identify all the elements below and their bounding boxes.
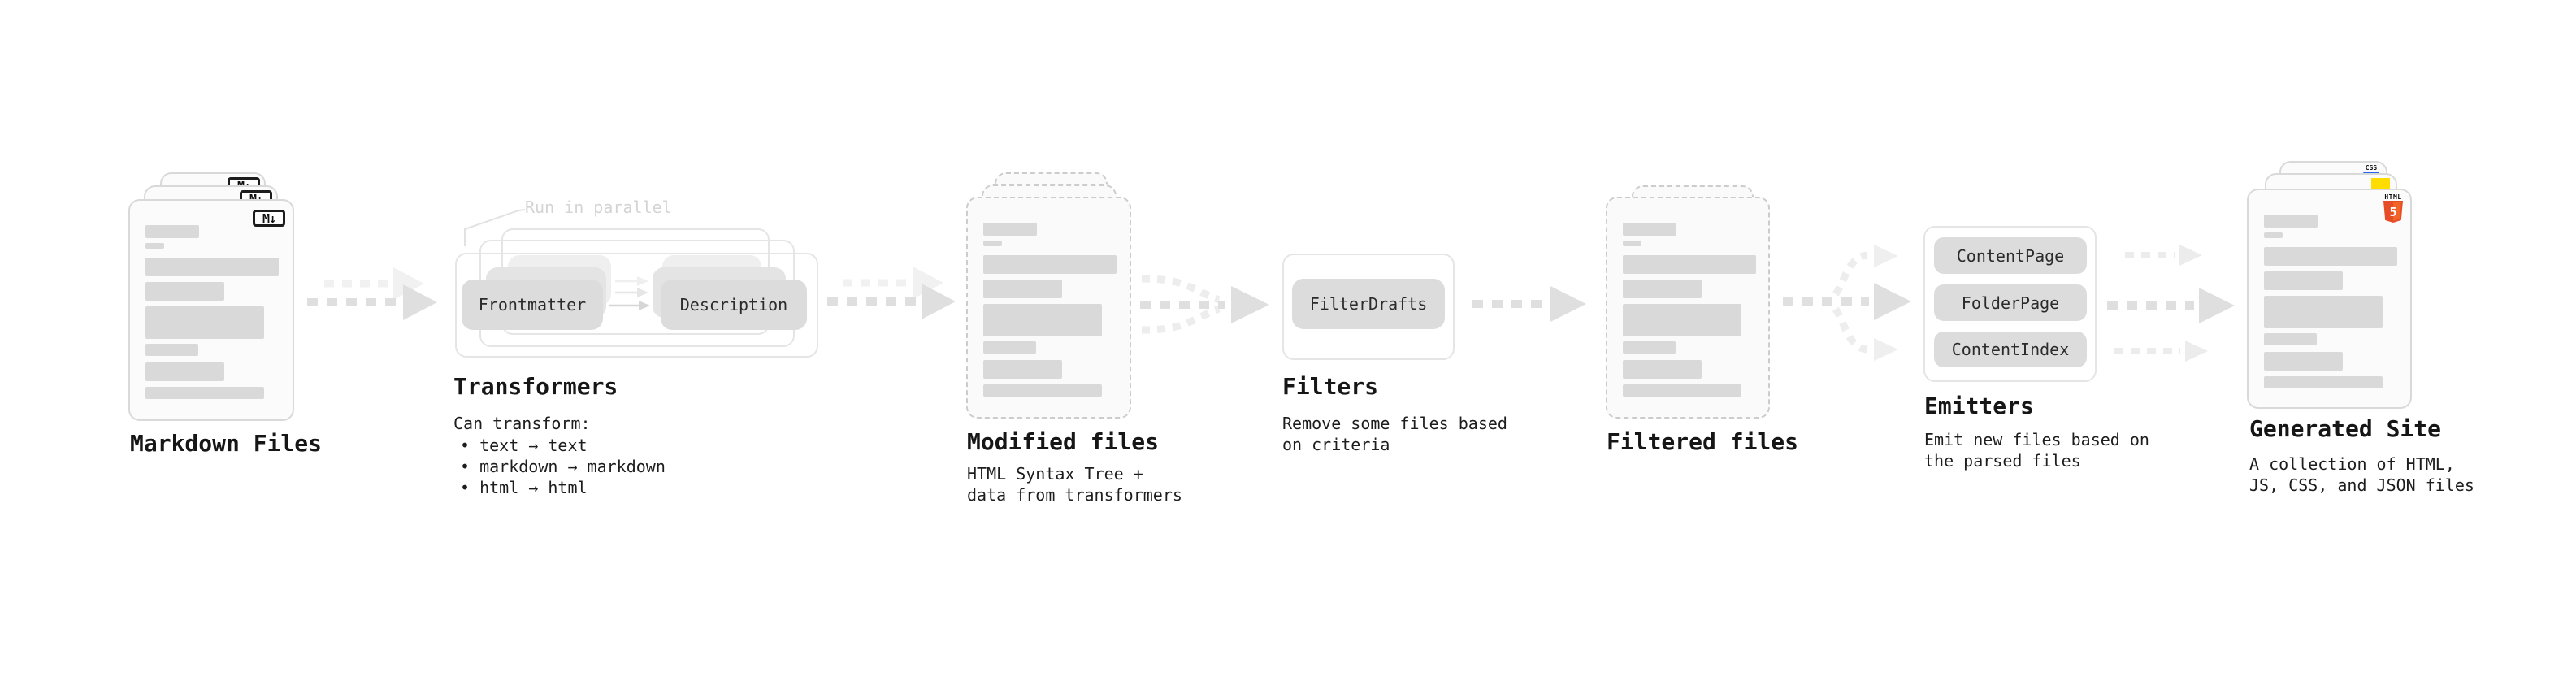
text-placeholder-bar xyxy=(145,282,224,301)
frontmatter-transformer-box: Frontmatter xyxy=(462,280,603,330)
subtitle-line: the parsed files xyxy=(1924,451,2081,471)
subtitle-line: Emit new files based on xyxy=(1924,430,2149,449)
text-placeholder-bar xyxy=(1623,384,1741,397)
filters-subtitle: Remove some files based on criteria xyxy=(1282,413,1507,455)
description-label: Description xyxy=(679,295,788,314)
text-placeholder-bar xyxy=(1623,304,1741,336)
text-placeholder-bar xyxy=(1623,223,1676,236)
text-placeholder-bar xyxy=(2264,296,2383,328)
emitters-subtitle: Emit new files based on the parsed files xyxy=(1924,429,2149,471)
arrow-modified-to-filters xyxy=(1140,275,1269,334)
js-file-icon xyxy=(2371,178,2390,191)
text-placeholder-bar xyxy=(145,243,164,249)
stage-title-emitters: Emitters xyxy=(1924,393,2034,419)
bullet-item: • html → html xyxy=(460,478,588,497)
css-icon-label: CSS xyxy=(2365,164,2378,171)
stage-title-filtered-files: Filtered files xyxy=(1607,428,1799,455)
subtitle-line: on criteria xyxy=(1282,435,1390,454)
text-placeholder-bar xyxy=(145,387,264,399)
text-placeholder-bar xyxy=(1623,241,1641,246)
folderpage-emitter-box: FolderPage xyxy=(1934,284,2087,321)
transformers-bullet-list: • text → text • markdown → markdown • ht… xyxy=(460,435,666,498)
contentindex-emitter-box: ContentIndex xyxy=(1934,332,2087,367)
text-placeholder-bar xyxy=(145,225,199,238)
filtered-file-card-front xyxy=(1606,197,1770,419)
markdown-file-card-front: M↓ xyxy=(128,199,294,421)
transformer-container-front xyxy=(455,253,818,358)
html5-shield: 5 xyxy=(2383,201,2403,223)
arrow-filtered-to-emitters xyxy=(1783,245,1911,361)
text-placeholder-bar xyxy=(145,344,198,356)
modified-file-card-front xyxy=(966,197,1131,419)
text-placeholder-bar xyxy=(2264,376,2383,388)
filterdrafts-box: FilterDrafts xyxy=(1292,279,1445,329)
text-placeholder-bar xyxy=(983,360,1062,379)
generated-site-subtitle: A collection of HTML, JS, CSS, and JSON … xyxy=(2249,453,2474,496)
text-placeholder-bar xyxy=(983,341,1036,354)
emitters-container xyxy=(1923,226,2097,382)
text-placeholder-bar xyxy=(145,306,264,339)
arrow-transformers-to-modified xyxy=(827,267,956,319)
html5-icon: HTML 5 xyxy=(2383,193,2404,223)
bullet-item: • markdown → markdown xyxy=(460,457,666,476)
text-placeholder-bar xyxy=(145,362,224,381)
stage-title-filters: Filters xyxy=(1282,373,1379,400)
stage-title-markdown-files: Markdown Files xyxy=(130,430,323,457)
transformers-note-heading: Can transform: xyxy=(453,414,591,433)
text-placeholder-bar xyxy=(2264,271,2343,290)
text-placeholder-bar xyxy=(2264,247,2397,266)
contentpage-emitter-box: ContentPage xyxy=(1934,237,2087,274)
html-file-card: HTML 5 xyxy=(2247,189,2412,409)
text-placeholder-bar xyxy=(983,384,1102,397)
description-transformer-box: Description xyxy=(661,280,807,330)
subtitle-line: Remove some files based xyxy=(1282,414,1507,433)
filterdrafts-label: FilterDrafts xyxy=(1309,294,1428,314)
modified-files-subtitle: HTML Syntax Tree + data from transformer… xyxy=(967,463,1182,505)
text-placeholder-bar xyxy=(1623,360,1702,379)
stage-title-generated-site: Generated Site xyxy=(2249,415,2442,442)
markdown-icon: M↓ xyxy=(253,210,285,227)
stage-title-modified-files: Modified files xyxy=(967,428,1160,455)
arrow-markdown-to-transformers xyxy=(307,267,437,320)
text-placeholder-bar xyxy=(2264,352,2343,371)
frontmatter-label: Frontmatter xyxy=(478,295,587,314)
subtitle-line: HTML Syntax Tree + xyxy=(967,464,1143,484)
html5-icon-number: 5 xyxy=(2389,205,2396,219)
text-placeholder-bar xyxy=(983,304,1102,336)
folderpage-label: FolderPage xyxy=(1961,293,2060,313)
subtitle-line: data from transformers xyxy=(967,485,1182,505)
text-placeholder-bar xyxy=(1623,255,1756,274)
text-placeholder-bar xyxy=(983,280,1062,298)
filters-container xyxy=(1282,254,1455,360)
markdown-icon-label: M↓ xyxy=(262,210,276,226)
text-placeholder-bar xyxy=(983,255,1117,274)
bullet-item: • text → text xyxy=(460,436,588,455)
contentindex-label: ContentIndex xyxy=(1951,340,2070,359)
text-placeholder-bar xyxy=(2264,333,2317,345)
text-placeholder-bar xyxy=(983,241,1002,246)
subtitle-line: JS, CSS, and JSON files xyxy=(2249,475,2474,495)
run-in-parallel-label: Run in parallel xyxy=(525,197,672,217)
arrow-filters-to-filtered xyxy=(1472,286,1586,322)
text-placeholder-bar xyxy=(2264,232,2283,238)
text-placeholder-bar xyxy=(983,223,1037,236)
html5-icon-word: HTML xyxy=(2384,193,2402,201)
text-placeholder-bar xyxy=(1623,280,1702,298)
stage-title-transformers: Transformers xyxy=(453,373,618,400)
text-placeholder-bar xyxy=(1623,341,1676,354)
text-placeholder-bar xyxy=(145,258,279,276)
subtitle-line: A collection of HTML, xyxy=(2249,454,2455,474)
contentpage-label: ContentPage xyxy=(1956,245,2065,266)
text-placeholder-bar xyxy=(2264,215,2318,228)
arrow-emitters-to-generated xyxy=(2107,245,2235,362)
